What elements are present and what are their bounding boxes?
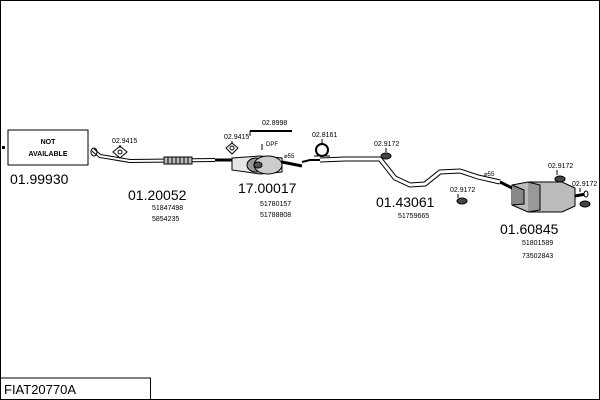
not-available-line2: AVAILABLE xyxy=(28,151,67,158)
part-oem-1a: 51847498 xyxy=(152,205,183,212)
middle-pipe-inner xyxy=(319,157,501,187)
footer: FIAT20770A xyxy=(0,377,151,400)
fitting-f4: 02.8161 xyxy=(312,132,337,157)
fitting-f5: 02.9172 xyxy=(374,141,399,160)
not-available-group: NOT AVAILABLE 01.99930 xyxy=(2,129,89,187)
gasket-icon xyxy=(225,142,239,155)
rear-silencer: 01.60845 51801589 73502843 xyxy=(499,180,589,260)
dpf-tag: DPF xyxy=(266,142,278,148)
fitting-f8: 02.9172 xyxy=(572,181,597,208)
fitting-f4-label: 02.8161 xyxy=(312,132,337,139)
part-oem-1b: 5854235 xyxy=(152,216,179,223)
fitting-f3: 02.8998 xyxy=(249,120,292,136)
not-available-box xyxy=(7,129,89,166)
rubber-mount-icon xyxy=(456,197,468,205)
part-code-4: 01.60845 xyxy=(500,221,559,237)
fitting-f6: 02.9172 xyxy=(450,187,475,205)
part-oem-4a: 51801589 xyxy=(522,240,553,247)
front-pipe-flange xyxy=(90,147,98,157)
fitting-f6-label: 02.9172 xyxy=(450,187,475,194)
part-code-2: 17.00017 xyxy=(238,180,297,196)
not-available-code: 01.99930 xyxy=(10,171,69,187)
rubber-mount-icon xyxy=(554,175,566,183)
fitting-f1: 02.9415 xyxy=(112,138,137,159)
footer-code: FIAT20770A xyxy=(4,382,76,397)
not-available-line1: NOT xyxy=(41,139,57,146)
fitting-f2: 02.9415 xyxy=(224,134,249,155)
rubber-mount-icon xyxy=(380,152,392,160)
clamp-ring-icon xyxy=(315,143,329,157)
box-marker xyxy=(2,146,5,149)
part-oem-2b: 51788808 xyxy=(260,212,291,219)
diameter-1: ⌀55 xyxy=(284,154,295,160)
front-pipe: 01.20052 51847498 5854235 xyxy=(90,147,216,223)
fitting-f3-label: 02.8998 xyxy=(262,120,287,127)
part-oem-2a: 51780157 xyxy=(260,201,291,208)
fitting-f8-label: 02.9172 xyxy=(572,181,597,188)
fitting-f7: 02.9172 xyxy=(548,163,573,183)
gasket-icon xyxy=(112,145,128,159)
middle-pipe: ⌀55 01.43061 51759665 xyxy=(319,156,501,220)
rubber-mount-icon xyxy=(579,200,591,208)
part-code-3: 01.43061 xyxy=(376,194,435,210)
fitting-f2-label: 02.9415 xyxy=(224,134,249,141)
dpf-part: DPF ⌀55 17.00017 51780157 51788808 xyxy=(215,142,320,219)
part-code-1: 01.20052 xyxy=(128,187,187,203)
flex-section xyxy=(163,156,193,165)
middle-pipe-outline xyxy=(319,156,501,188)
part-oem-4b: 73502843 xyxy=(522,253,553,260)
fitting-f5-label: 02.9172 xyxy=(374,141,399,148)
fitting-f1-label: 02.9415 xyxy=(112,138,137,145)
part-oem-3: 51759665 xyxy=(398,213,429,220)
silencer-body xyxy=(511,181,576,213)
fitting-f7-label: 02.9172 xyxy=(548,163,573,170)
diameter-2: ⌀55 xyxy=(484,172,495,178)
